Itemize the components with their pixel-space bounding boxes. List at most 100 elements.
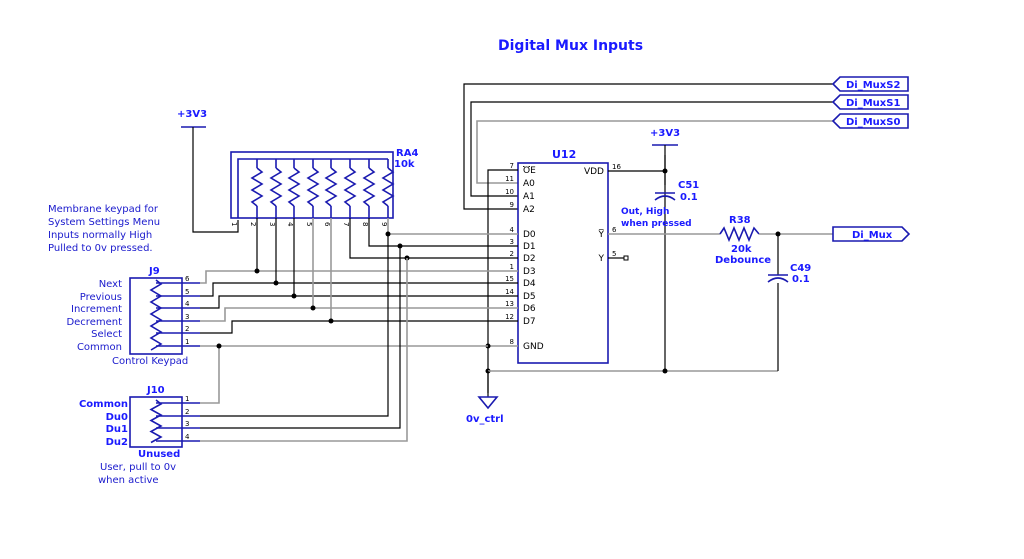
j9-contacts [149, 279, 163, 351]
note-line: System Settings Menu [48, 217, 160, 228]
ra4-pin-number: 7 [342, 222, 350, 226]
net-wire [200, 258, 408, 442]
ic-pin-name: D0 [523, 230, 536, 240]
j9-caption: Control Keypad [112, 356, 188, 367]
j10-ref: J10 [146, 385, 165, 396]
j10-caption: Unused [138, 449, 180, 460]
ic-pin-number: 12 [505, 313, 514, 321]
ra4-resistor [269, 167, 283, 207]
ic-pin-number: 13 [505, 300, 514, 308]
ra4-pin-number: 4 [286, 222, 294, 227]
ic-pin-name: D1 [523, 242, 536, 252]
port-di-muxs2[interactable]: Di_MuxS2 [831, 76, 909, 92]
port-di-muxs0[interactable]: Di_MuxS0 [831, 113, 909, 129]
ic-pin-name: OE [523, 166, 536, 176]
power-label: +3V3 [650, 128, 680, 139]
junction [310, 305, 316, 311]
ic-pin-name: D3 [523, 267, 536, 277]
note-line: when active [98, 475, 159, 486]
ic-pin-name: Y̅ [598, 228, 605, 240]
ra4-pin-number: 1 [230, 222, 238, 226]
ra4-resistor [343, 167, 357, 207]
net-wire [200, 246, 401, 429]
ra4-pin-number: 6 [323, 222, 331, 227]
ic-pin-name: A1 [523, 192, 535, 202]
port-label: Di_MuxS0 [846, 117, 900, 128]
net-wire [200, 320, 518, 334]
j10-label: Common [79, 399, 128, 410]
ic-pin-number: 14 [505, 288, 514, 296]
resistor-note: Debounce [715, 255, 771, 266]
wire-muxs1 [470, 101, 833, 197]
output-note: when pressed [621, 219, 692, 229]
ra4-resistor [306, 167, 320, 207]
no-connect-marker [623, 255, 629, 261]
wire-oe-ground [487, 169, 518, 393]
junction [328, 318, 334, 324]
junction [216, 343, 222, 349]
j9-pin-number: 2 [185, 325, 189, 333]
wire-muxs2 [463, 83, 833, 210]
schematic-title: Digital Mux Inputs [498, 38, 643, 54]
port-label: Di_MuxS1 [846, 98, 900, 109]
junction [254, 268, 260, 274]
ic-pin-number: 2 [510, 250, 514, 258]
j10-pin-number: 2 [185, 408, 189, 416]
port-label: Di_MuxS2 [846, 80, 900, 91]
j10-label: Du0 [106, 412, 128, 423]
ic-pin-name: GND [523, 342, 544, 352]
note-line: User, pull to 0v [100, 462, 176, 473]
ic-pin-number: 1 [510, 263, 514, 271]
j9-label: Common [77, 342, 122, 353]
power-rail-left: +3V3 [177, 109, 239, 233]
j10-label: Du2 [106, 437, 128, 448]
ic-pin-number: 16 [612, 163, 621, 171]
note-line: Inputs normally High [48, 230, 152, 241]
ic-ref: U12 [552, 148, 576, 161]
ra4-resistor [324, 167, 338, 207]
port-di-muxs1[interactable]: Di_MuxS1 [831, 94, 909, 110]
capacitor-c49: C49 0.1 [767, 263, 811, 285]
ground-label: 0v_ctrl [466, 414, 504, 425]
port-di-mux[interactable]: Di_Mux [832, 226, 911, 242]
ic-pin-name: D4 [523, 279, 536, 289]
cap-value: 0.1 [680, 192, 698, 203]
ic-pin-number: 3 [510, 238, 514, 246]
ic-pin-name: A2 [523, 205, 535, 215]
cap-ref: C49 [790, 263, 811, 274]
junction [291, 293, 297, 299]
cap-ref: C51 [678, 180, 699, 191]
power-label: +3V3 [177, 109, 207, 120]
keypad-note: Membrane keypad for System Settings Menu… [48, 204, 160, 254]
ic-pin-number: 11 [505, 175, 514, 183]
ground-symbol-0v-ctrl: 0v_ctrl [466, 371, 504, 425]
net-wire [200, 307, 518, 322]
j10-pin-number: 1 [185, 395, 189, 403]
output-note: Out, High [621, 207, 669, 217]
ic-pin-name: A0 [523, 179, 535, 189]
ra4-pin-number: 3 [268, 222, 276, 226]
resistor-value: 20k [731, 244, 752, 255]
j9-label: Increment [71, 304, 122, 315]
j10-pin-number: 3 [185, 420, 189, 428]
j9-pin-number: 6 [185, 275, 190, 283]
j9-ref: J9 [148, 266, 160, 277]
capacitor-c51: C51 0.1 [654, 180, 699, 203]
ic-pin-number: 5 [612, 250, 616, 258]
ra4-pin-number: 5 [305, 222, 313, 226]
net-wire [200, 234, 389, 417]
j9-pin-number: 1 [185, 338, 189, 346]
ic-pin-number: 6 [612, 226, 617, 234]
net-wire [387, 218, 518, 235]
ic-pin-number: 9 [510, 201, 514, 209]
ra4-ref: RA4 [396, 148, 418, 159]
ra4-resistor [381, 167, 395, 207]
j10-pin-number: 4 [185, 433, 190, 441]
ic-pin-name: VDD [584, 167, 604, 177]
net-wire [200, 270, 518, 284]
